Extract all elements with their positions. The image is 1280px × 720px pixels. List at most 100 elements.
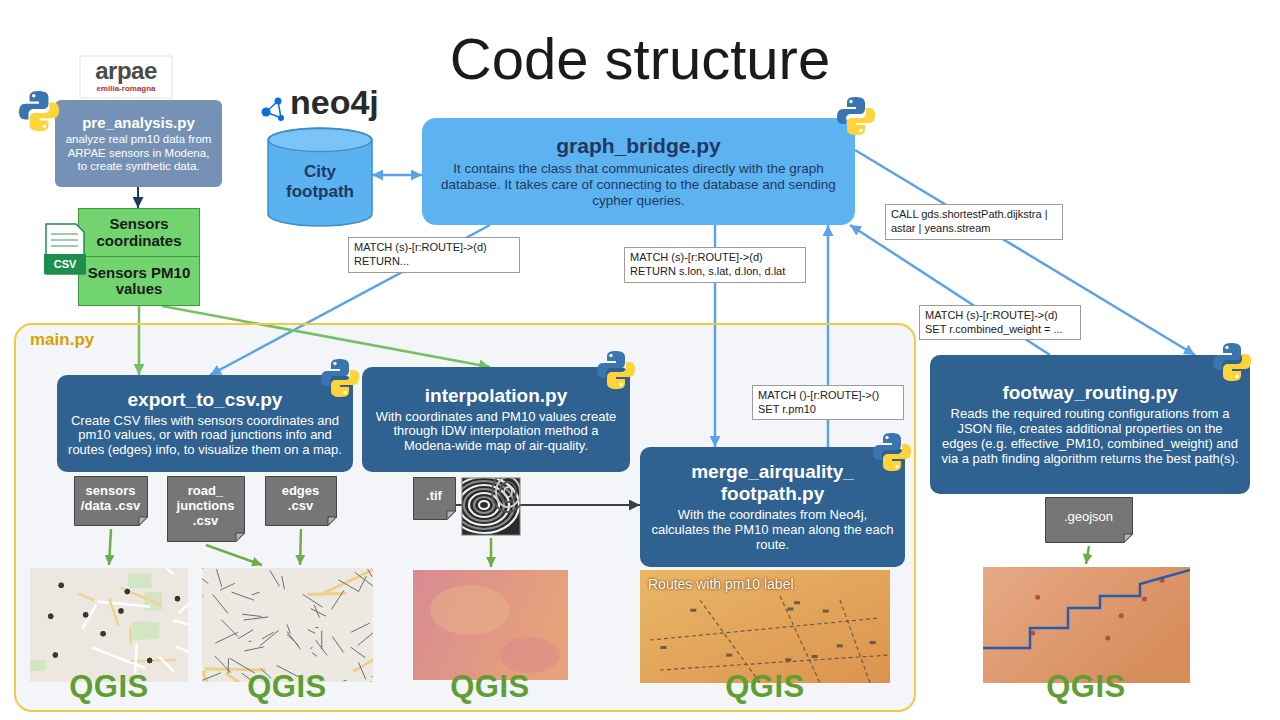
- node-heading: sensors /data .csv: [78, 484, 143, 514]
- python-logo: [873, 433, 911, 471]
- python-logo-yellow: [1223, 354, 1251, 381]
- footpath-edge: [244, 647, 263, 651]
- python-logo: [321, 359, 359, 397]
- file-icon: edges .csv: [265, 476, 337, 526]
- python-logo-eye: [42, 124, 46, 128]
- query-label: MATCH (s)-[r:ROUTE]->(d) RETURN s.lon, s…: [624, 247, 806, 283]
- python-logo: [837, 97, 875, 135]
- module-box: graph_bridge.pyIt contains the class tha…: [422, 118, 855, 225]
- footpath-edge: [321, 631, 322, 650]
- label-wrap: QGIS: [450, 670, 530, 704]
- file-fold: [447, 511, 456, 520]
- road: [173, 620, 188, 632]
- raster-thumbnail: [462, 478, 520, 535]
- footpath-edge: [215, 656, 231, 673]
- footpath-edge: [212, 594, 227, 613]
- node-heading: Sensors coordinates: [83, 216, 195, 249]
- query-label: MATCH ()-[r:ROUTE]->() SET r.pm10: [752, 385, 904, 421]
- sensor-dot: [174, 595, 181, 602]
- csv-icon-band: [44, 254, 86, 274]
- connector: [372, 174, 422, 177]
- road: [98, 602, 150, 607]
- best-path: [983, 570, 1190, 648]
- label-wrap: CSV: [54, 258, 77, 270]
- logo-text: QGIS: [69, 670, 149, 704]
- node-body: With coordinates and PM10 values create …: [371, 410, 621, 455]
- footpath-edge: [249, 640, 252, 642]
- module-box: export_to_csv.pyCreate CSV files with se…: [57, 375, 353, 472]
- leader-arrow: [300, 529, 301, 565]
- neo4j-icon: [262, 98, 285, 122]
- python-logo: [1213, 343, 1251, 381]
- file-fold: [139, 517, 148, 526]
- module-box: interpolation.pyWith coordinates and PM1…: [362, 367, 630, 472]
- sensor-dot: [124, 588, 131, 595]
- node-heading: road_ junctions .csv: [171, 484, 240, 529]
- footpath-edge: [242, 614, 261, 616]
- file-body: [168, 477, 245, 542]
- python-logo: [19, 91, 59, 131]
- footpath-edge: [221, 620, 237, 637]
- interpolation-blob: [500, 637, 560, 673]
- route-tag: [870, 641, 876, 644]
- leader-arrow: [109, 529, 111, 565]
- footpath-edge: [359, 576, 366, 591]
- label-wrap: emilia-romagna: [96, 85, 155, 94]
- file-body: [75, 477, 148, 526]
- footpath-edge: [260, 630, 279, 645]
- script-box: pre_analysis.pyanalyze real pm10 data fr…: [55, 100, 222, 187]
- file-body: [414, 478, 456, 520]
- raster-contour: [464, 489, 504, 521]
- file-icon: .geojson: [1045, 497, 1133, 543]
- node-heading: export_to_csv.py: [128, 389, 283, 411]
- cylinder-top: [269, 129, 372, 152]
- route-tag: [812, 655, 818, 658]
- route-tag: [837, 644, 843, 647]
- node-body: It contains the class that communicates …: [434, 161, 843, 209]
- road: [83, 605, 97, 629]
- label-wrap: QGIS: [1046, 670, 1126, 704]
- road: [78, 593, 94, 600]
- query-label: MATCH (s)-[r:ROUTE]->(d) RETURN...: [348, 237, 520, 273]
- raster-contour: [474, 497, 494, 513]
- node-body: analyze real pm10 data from ARPAE sensor…: [63, 133, 214, 173]
- csv-icon-line: [51, 245, 78, 247]
- footpath-edge: [232, 592, 254, 600]
- python-logo-eye: [619, 383, 622, 386]
- query-label-wrap: MATCH (s)-[r:ROUTE]->(d) SET r.combined_…: [919, 305, 1081, 341]
- footpath-edge: [217, 569, 222, 587]
- footpath-edge: [358, 627, 373, 646]
- route-tag: [823, 610, 829, 613]
- node-heading: .tif: [426, 489, 442, 504]
- park-patch: [30, 660, 46, 671]
- footpath-edge: [332, 637, 343, 653]
- footpath-edge: [252, 592, 260, 595]
- connector: [162, 306, 490, 367]
- python-logo-eye: [343, 391, 346, 394]
- python-logo-eye: [859, 129, 862, 132]
- footpath-edge: [343, 680, 346, 682]
- logo-text: QGIS: [247, 670, 327, 704]
- query-label-wrap: CALL gds.shortestPath.dijkstra | astar |…: [885, 204, 1063, 240]
- python-logo: [597, 351, 635, 389]
- footpath-edge: [316, 640, 327, 655]
- label-wrap: neo4j: [290, 84, 379, 121]
- road: [176, 646, 188, 653]
- node-body: Create CSV files with sensors coordinate…: [66, 414, 344, 459]
- python-logo-eye: [609, 354, 612, 357]
- sensor-dot: [1142, 596, 1147, 601]
- main-road: [202, 568, 204, 596]
- query-label: CALL gds.shortestPath.dijkstra | astar |…: [885, 204, 1063, 240]
- footpath-edge: [202, 673, 220, 681]
- module-box: footway_routing.pyReads the required rou…: [930, 355, 1250, 494]
- footpath-edge: [287, 632, 301, 650]
- routes-map: [640, 570, 890, 683]
- logo-ground: [80, 56, 172, 98]
- python-logo-eye: [885, 436, 888, 439]
- leader-arrow: [490, 538, 493, 567]
- node-heading: Sensors PM10 values: [83, 265, 195, 298]
- footpath-edge: [244, 617, 269, 620]
- logo-text: arpae: [95, 58, 157, 84]
- park-patch: [128, 573, 152, 588]
- sensor-dot: [82, 611, 89, 618]
